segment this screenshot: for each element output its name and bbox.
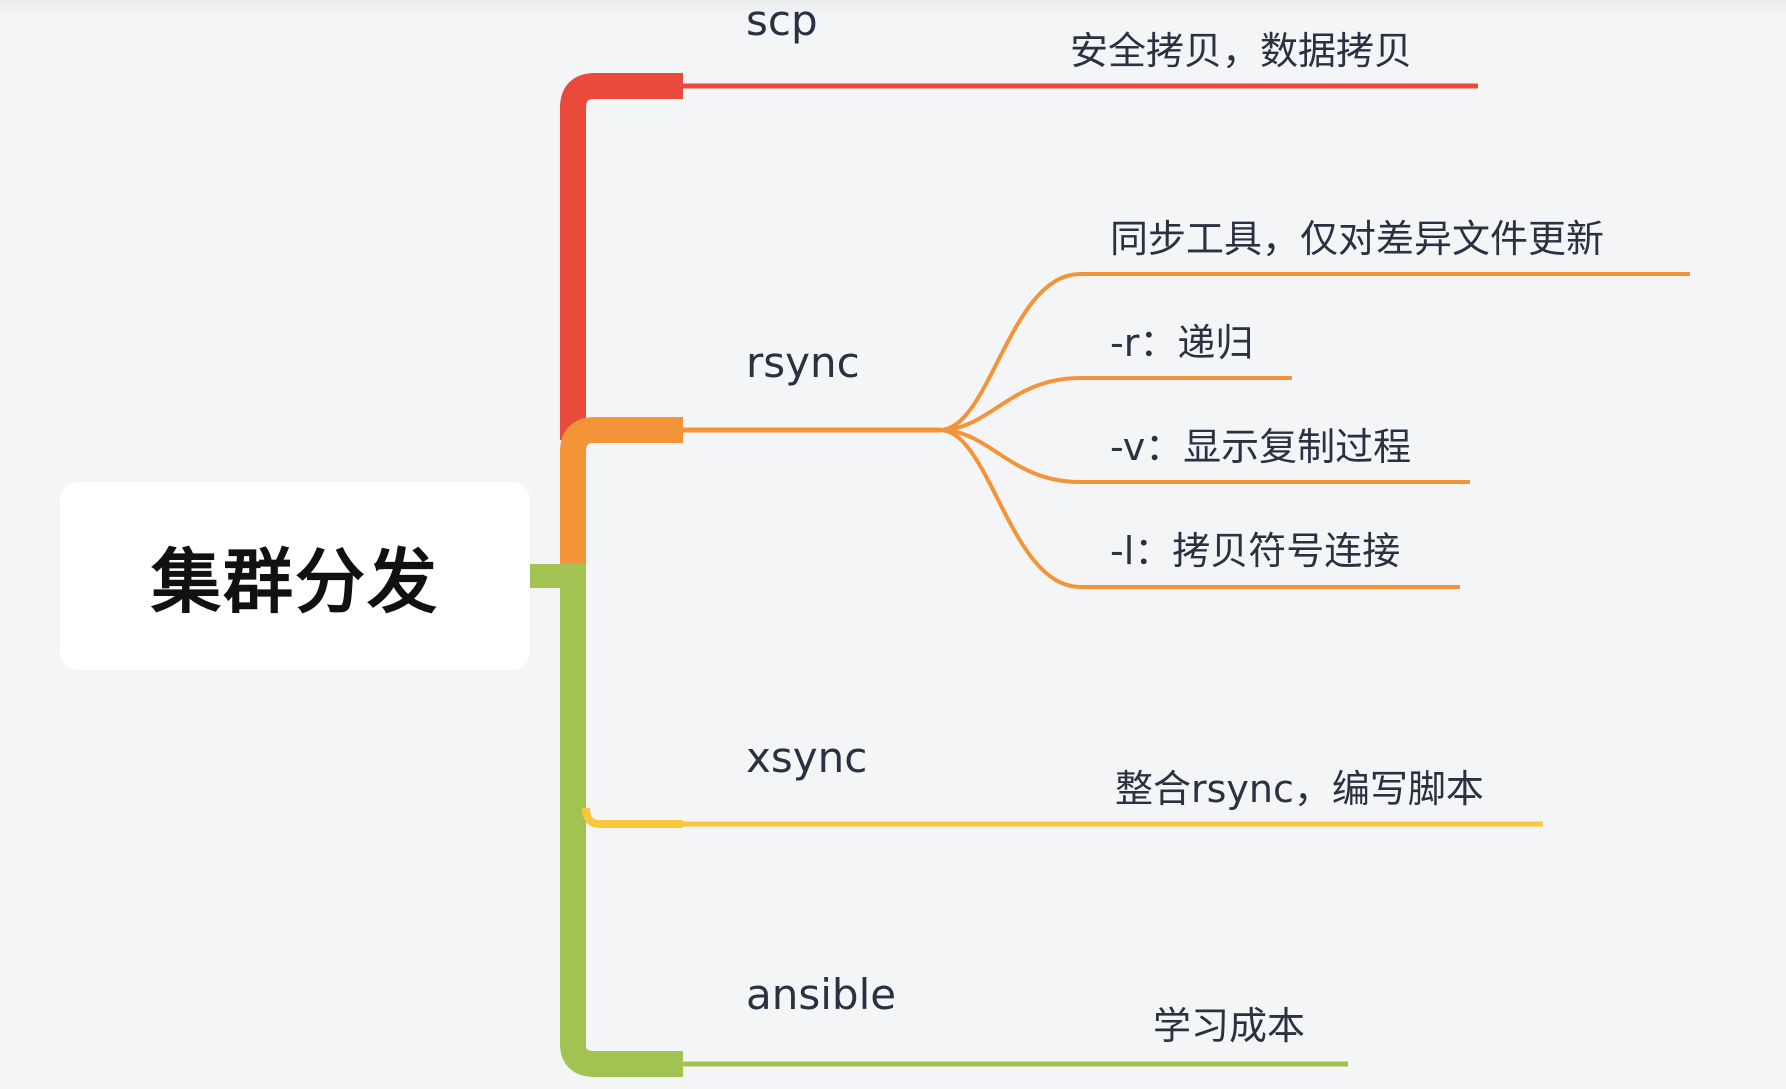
topic-scp[interactable]: scp [746,0,818,45]
connector-xsync-trunk [582,807,683,828]
connector-rsync-child-4 [939,428,1460,589]
topic-rsync[interactable]: rsync [746,338,860,387]
connector-rsync-trunk [560,417,683,565]
subtopic-ansible-description[interactable]: 学习成本 [1153,1004,1306,1048]
subtopic-rsync-description[interactable]: 同步工具，仅对差异文件更新 [1110,217,1605,261]
connector-ansible-trunk [560,564,683,1077]
connector-rsync-child-2 [939,376,1292,432]
subtopic-rsync-option-v[interactable]: -v：显示复制过程 [1110,425,1412,469]
subtopic-rsync-option-l[interactable]: -l：拷贝符号连接 [1110,529,1401,573]
subtopic-scp-description[interactable]: 安全拷贝，数据拷贝 [1070,29,1413,73]
canvas-top-edge [0,0,1786,18]
connector-rsync-child-3 [939,428,1470,484]
root-topic-label: 集群分发 [151,540,439,623]
topic-ansible[interactable]: ansible [746,970,897,1019]
connector-scp-trunk [560,73,683,440]
subtopic-xsync-description[interactable]: 整合rsync，编写脚本 [1115,767,1484,811]
topic-xsync[interactable]: xsync [746,733,868,782]
connector-rsync-child-1 [939,272,1690,432]
root-topic[interactable]: 集群分发 [60,482,530,670]
subtopic-rsync-option-r[interactable]: -r：递归 [1110,321,1254,365]
